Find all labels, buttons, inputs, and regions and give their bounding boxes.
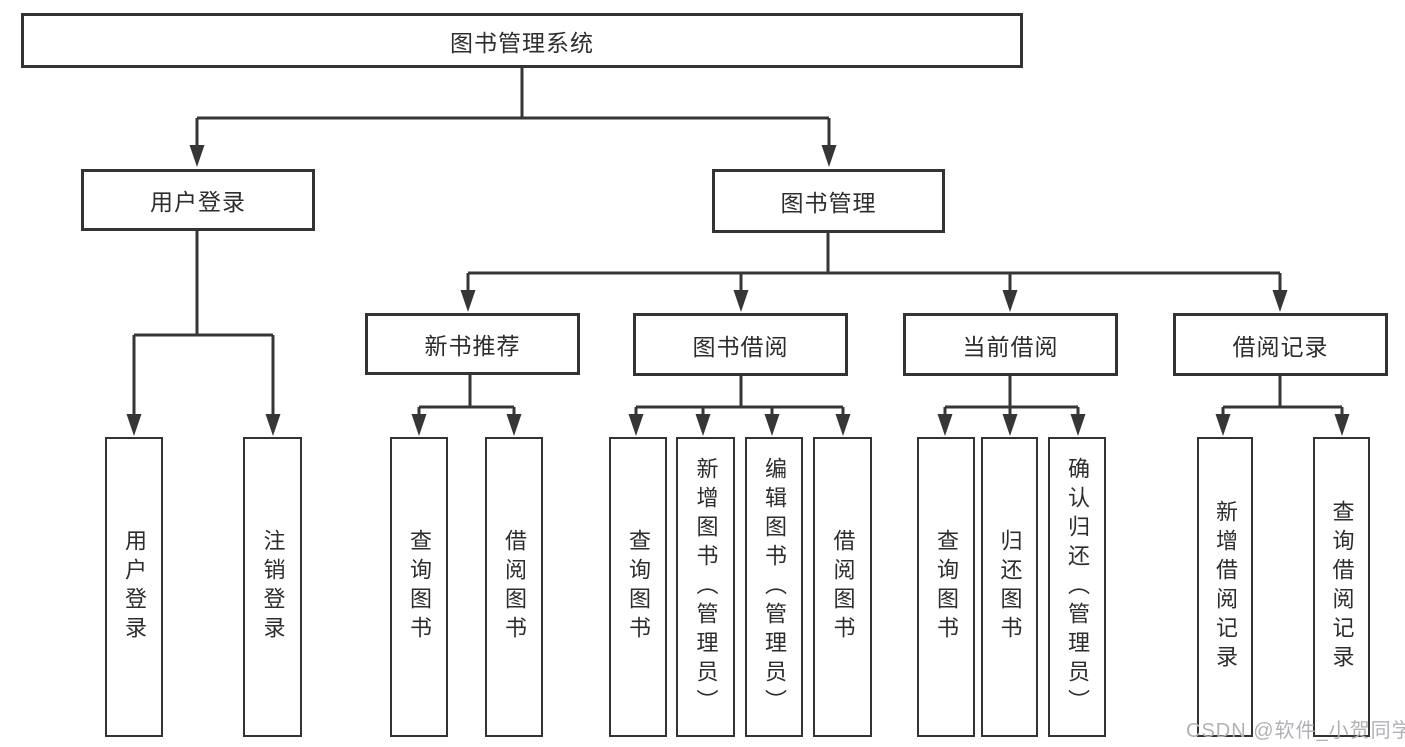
connector-book-borrow-branch — [634, 376, 845, 416]
node-new-book-recommend: 新书推荐 — [365, 313, 580, 375]
arrowhead-new-book — [460, 290, 476, 312]
leaf-label: 编辑图书（管理员） — [762, 456, 787, 718]
leaf-add-book-admin: 新增图书（管理员） — [676, 437, 735, 737]
leaf-label: 借阅图书 — [830, 529, 856, 645]
leaf-label: 确认归还（管理员） — [1065, 456, 1090, 718]
leaf-return-book: 归还图书 — [981, 437, 1038, 737]
arrowhead-leaf — [835, 414, 851, 436]
node-book-borrow-label: 图书借阅 — [692, 333, 789, 360]
connector-user-login-branch — [132, 231, 275, 416]
arrowhead-leaf — [1070, 414, 1086, 436]
leaf-label: 查询借阅记录 — [1329, 500, 1355, 674]
connector-new-book-branch — [417, 375, 516, 416]
arrowhead-leaf — [411, 414, 427, 436]
arrowhead-leaf — [1002, 414, 1018, 436]
node-current-borrow: 当前借阅 — [903, 313, 1118, 376]
arrowhead-current-borrow — [1002, 290, 1018, 312]
leaf-edit-book-admin: 编辑图书（管理员） — [745, 437, 803, 737]
leaf-user-login: 用户登录 — [105, 437, 163, 737]
leaf-label: 借阅图书 — [502, 529, 527, 645]
leaf-label: 查询图书 — [934, 529, 959, 645]
node-book-management: 图书管理 — [712, 169, 945, 233]
node-borrow-records-label: 借阅记录 — [1232, 333, 1329, 360]
node-book-borrow: 图书借阅 — [633, 313, 848, 376]
node-user-login-label: 用户登录 — [150, 189, 246, 215]
leaf-borrow-book: 借阅图书 — [485, 437, 543, 737]
arrowhead-book-management — [821, 145, 837, 167]
arrowhead-leaf — [628, 414, 644, 436]
arrowhead-leaf — [937, 414, 953, 436]
arrowhead-borrow-records — [1272, 290, 1288, 312]
arrowhead-leaf — [1334, 414, 1350, 436]
watermark: CSDN @软件_小贺同学 — [1186, 720, 1405, 742]
leaf-query-borrow-record: 查询借阅记录 — [1313, 437, 1370, 737]
arrowhead-leaf — [126, 414, 142, 436]
node-user-login: 用户登录 — [81, 169, 315, 231]
connector-borrow-records-branch — [1221, 376, 1344, 416]
node-book-management-label: 图书管理 — [780, 190, 877, 216]
leaf-label: 归还图书 — [997, 529, 1023, 645]
node-root: 图书管理系统 — [21, 13, 1023, 68]
node-current-borrow-label: 当前借阅 — [962, 333, 1059, 360]
leaf-label: 新增借阅记录 — [1213, 500, 1238, 674]
leaf-label: 注销登录 — [260, 529, 286, 645]
leaf-logout: 注销登录 — [243, 437, 302, 737]
connector-book-management-branch — [466, 233, 1282, 292]
leaf-add-borrow-record: 新增借阅记录 — [1197, 437, 1253, 737]
leaf-query-book: 查询图书 — [390, 437, 448, 737]
leaf-borrow-book: 借阅图书 — [813, 437, 872, 737]
leaf-query-book: 查询图书 — [609, 437, 667, 737]
leaf-label: 查询图书 — [407, 529, 432, 645]
arrowhead-leaf — [764, 414, 780, 436]
node-root-label: 图书管理系统 — [450, 29, 594, 56]
leaf-label: 查询图书 — [626, 529, 651, 645]
connector-current-borrow-branch — [943, 376, 1080, 416]
connector-root-to-level2 — [195, 68, 831, 148]
arrowhead-user-login — [189, 145, 205, 167]
arrowhead-leaf — [506, 414, 522, 436]
node-borrow-records: 借阅记录 — [1173, 313, 1388, 376]
leaf-label: 用户登录 — [122, 529, 147, 645]
arrowhead-leaf — [265, 414, 281, 436]
arrowhead-leaf — [1215, 414, 1231, 436]
leaf-confirm-return-admin: 确认归还（管理员） — [1048, 437, 1106, 737]
node-new-book-recommend-label: 新书推荐 — [424, 333, 521, 359]
arrowhead-book-borrow — [733, 290, 749, 312]
leaf-query-book: 查询图书 — [917, 437, 975, 737]
leaf-label: 新增图书（管理员） — [693, 456, 719, 718]
arrowhead-leaf — [695, 414, 711, 436]
